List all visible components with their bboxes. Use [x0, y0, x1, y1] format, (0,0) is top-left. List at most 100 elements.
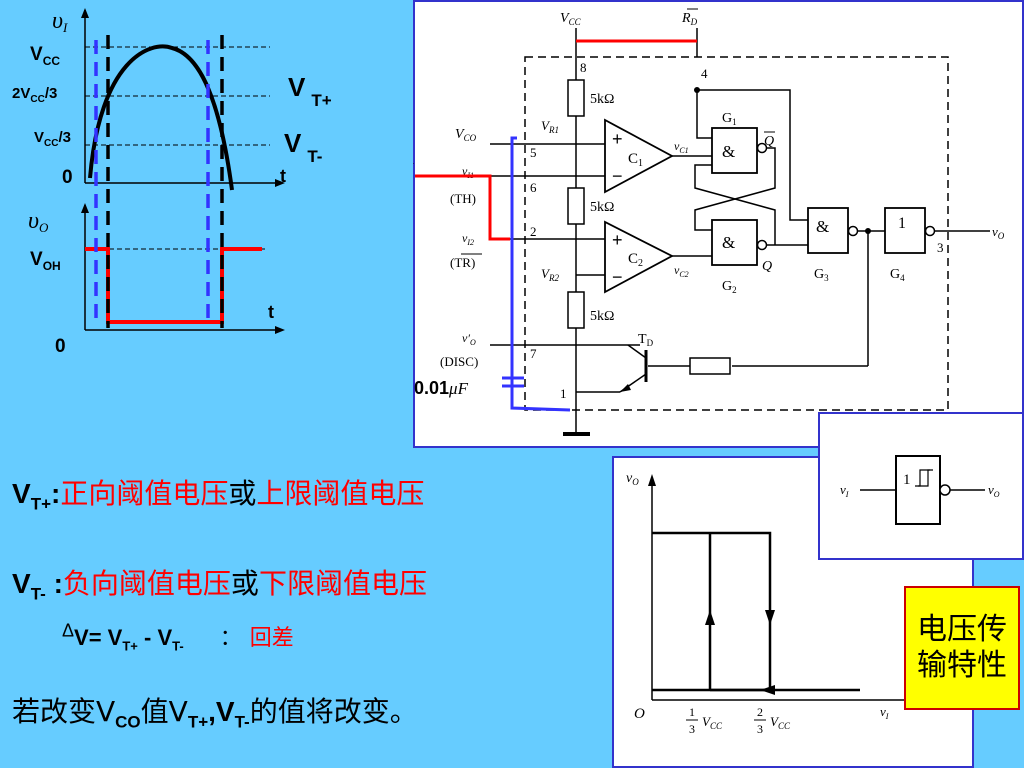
svg-text:&: & — [816, 217, 829, 236]
badge-line-1: 电压传 — [917, 612, 1007, 647]
svg-text:5kΩ: 5kΩ — [590, 200, 614, 215]
t-top-label: t — [280, 166, 286, 186]
svg-text:vI: vI — [880, 704, 889, 721]
rd-top-label: RD — [681, 11, 698, 27]
svg-text:VCO: VCO — [455, 127, 477, 143]
vco-effect-note: 若改变VCO值VT+,VT-的值将改变。 — [12, 695, 418, 732]
svg-text:VCC: VCC — [702, 714, 723, 731]
svg-text:5: 5 — [530, 145, 537, 160]
input-signal-path — [415, 174, 510, 241]
svg-text:vI1: vI1 — [462, 164, 474, 180]
vo-waveform — [85, 247, 262, 324]
svg-text:−: − — [612, 166, 623, 186]
vo-x-arrow — [275, 326, 285, 334]
svg-text:2: 2 — [757, 705, 763, 719]
vo-axis-label: υO — [28, 208, 49, 235]
vi-x-arrow — [275, 179, 285, 187]
svg-text:VCC: VCC — [770, 714, 791, 731]
svg-text:3: 3 — [937, 240, 944, 255]
svg-text:O: O — [634, 706, 645, 722]
svg-text:2: 2 — [530, 224, 537, 239]
one-third-label: VCC/3 — [34, 129, 71, 149]
svg-text:5kΩ: 5kΩ — [590, 92, 614, 107]
svg-text:vI: vI — [840, 482, 849, 499]
down-arrow — [765, 610, 775, 625]
resistor-1 — [567, 79, 585, 117]
svg-text:5kΩ: 5kΩ — [590, 309, 614, 324]
svg-text:7: 7 — [530, 346, 537, 361]
vt-plus-definition: VT+:正向阈值电压或上限阈值电压 — [12, 477, 425, 514]
capacitor-path — [510, 136, 571, 412]
svg-text:−: − — [612, 267, 623, 287]
ic-boundary — [524, 56, 949, 411]
svg-text:1: 1 — [689, 705, 695, 719]
svg-text:vI2: vI2 — [462, 231, 474, 247]
svg-text:1: 1 — [903, 472, 911, 488]
svg-text:TD: TD — [638, 332, 654, 348]
svg-text:VR2: VR2 — [541, 266, 559, 283]
svg-text:1: 1 — [898, 215, 906, 232]
svg-text:C2: C2 — [628, 251, 643, 269]
svg-text:3: 3 — [689, 722, 695, 736]
svg-text:G2: G2 — [722, 279, 737, 295]
svg-text:&: & — [722, 142, 735, 161]
vt-minus-definition: VT- :负向阈值电压或下限阈值电压 — [12, 567, 427, 604]
svg-text:Q: Q — [764, 134, 774, 149]
resistor-3 — [567, 291, 585, 329]
svg-text:3: 3 — [757, 722, 763, 736]
comparator-c2 — [604, 220, 674, 294]
zero-bottom-label: 0 — [55, 336, 66, 357]
svg-text:v′O: v′O — [462, 331, 476, 347]
circuit-diagram: VCC RD 8 4 5kΩ 5kΩ 5kΩ VR1 VR2 VCO 5 vI1… — [413, 8, 1005, 436]
vo-y-arrow — [81, 203, 89, 213]
resistor-2 — [567, 187, 585, 225]
two-thirds-label: 2VCC/3 — [12, 85, 57, 105]
left-arrow — [760, 685, 775, 695]
vi-input-label: υI — [413, 144, 415, 176]
svg-text:VR1: VR1 — [541, 118, 559, 135]
svg-text:(DISC): (DISC) — [440, 354, 478, 369]
schmitt-gate — [895, 455, 941, 525]
zero-top-label: 0 — [62, 167, 73, 188]
svg-text:&: & — [722, 233, 735, 252]
svg-text:Q: Q — [762, 259, 772, 274]
gate-g2 — [711, 219, 758, 266]
vi-waveform — [88, 44, 234, 191]
pin-8: 8 — [580, 60, 587, 75]
gate-g1 — [711, 127, 758, 174]
vcc-label: VCC — [30, 44, 60, 68]
svg-text:vC1: vC1 — [674, 139, 689, 155]
svg-text:vC2: vC2 — [674, 263, 689, 279]
vi-axis-label: υI — [52, 8, 68, 35]
svg-text:vO: vO — [992, 224, 1005, 241]
gate-g3 — [807, 207, 849, 254]
gate-g4 — [884, 207, 926, 254]
svg-text:vO: vO — [988, 482, 1000, 499]
svg-text:1: 1 — [560, 386, 567, 401]
svg-text:6: 6 — [530, 180, 537, 195]
svg-text:C1: C1 — [628, 151, 643, 169]
svg-text:(TR): (TR) — [450, 255, 475, 270]
cap-value-label: 0.01μF — [414, 378, 469, 398]
hysteresis-formula: ΔV= VT+ - VT-：回差 — [62, 620, 294, 654]
schmitt-symbol: 1 vI vO — [840, 455, 1000, 525]
base-resistor — [689, 357, 731, 375]
voh-label: VOH — [30, 249, 61, 273]
vcc-top-label: VCC — [560, 11, 582, 27]
svg-text:+: + — [612, 129, 623, 149]
svg-text:vO: vO — [626, 471, 639, 487]
svg-text:G1: G1 — [722, 111, 737, 127]
t-bottom-label: t — [268, 302, 274, 322]
comparator-c1 — [604, 118, 674, 194]
svg-text:G3: G3 — [814, 267, 829, 283]
svg-text:G4: G4 — [890, 267, 905, 283]
badge-line-2: 输特性 — [917, 648, 1007, 683]
pin-4: 4 — [701, 66, 708, 81]
svg-text:(TH): (TH) — [450, 191, 476, 206]
vi-y-arrow — [81, 8, 89, 18]
svg-text:+: + — [612, 230, 623, 250]
up-arrow — [705, 610, 715, 625]
transfer-characteristic-badge: 电压传 输特性 — [904, 586, 1020, 710]
